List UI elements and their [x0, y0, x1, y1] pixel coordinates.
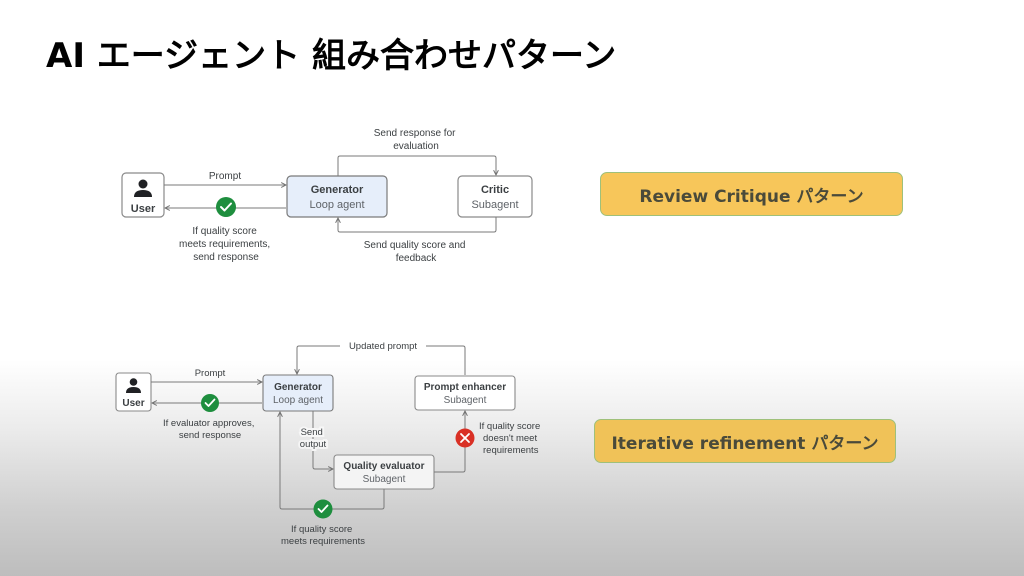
user-label: User [122, 398, 144, 409]
user-node: User [121, 172, 165, 218]
critic-subtitle: Subagent [471, 199, 518, 211]
evaluator-subtitle: Subagent [363, 474, 406, 485]
fail-label: If quality score doesn't meet requiremen… [479, 421, 543, 456]
updated-prompt-label: Updated prompt [349, 341, 417, 352]
approve-label: If evaluator approves, send response [163, 418, 257, 441]
user-label: User [131, 203, 156, 215]
check-circle-icon [313, 499, 333, 519]
critic-title: Critic [481, 184, 509, 196]
enhancer-title: Prompt enhancer [424, 382, 506, 393]
feedback-arrow [338, 217, 497, 233]
send-eval-label: Send response for evaluation [374, 128, 459, 152]
generator-subtitle: Loop agent [309, 199, 364, 211]
evaluator-title: Quality evaluator [343, 461, 424, 472]
generator-subtitle: Loop agent [273, 395, 323, 406]
iterative-refinement-diagram: User Prompt If evaluator approves, send … [115, 341, 543, 547]
prompt-label: Prompt [209, 171, 241, 182]
prompt-enhancer-node: Prompt enhancer Subagent [414, 375, 516, 411]
check-circle-icon [201, 394, 219, 412]
page-title: AI エージェント 組み合わせパターン [46, 36, 617, 76]
review-critique-diagram: User Prompt If quality score meets requi… [121, 128, 533, 264]
generator-node: Generator Loop agent [286, 175, 388, 218]
user-node: User [115, 372, 152, 412]
generator-node: Generator Loop agent [262, 374, 334, 412]
generator-title: Generator [311, 184, 364, 196]
x-circle-icon [455, 428, 475, 448]
prompt-label: Prompt [195, 368, 226, 379]
send-output-arrow [312, 411, 333, 469]
enhancer-subtitle: Subagent [444, 395, 487, 406]
pass-label: If quality score meets requirements [281, 524, 365, 547]
iterative-refinement-badge: Iterative refinement パターン [594, 419, 896, 463]
feedback-label: Send quality score and feedback [364, 240, 469, 264]
updated-prompt-arrow [297, 345, 466, 375]
review-critique-badge: Review Critique パターン [600, 172, 903, 216]
quality-evaluator-node: Quality evaluator Subagent [333, 454, 435, 490]
fail-arrow [434, 411, 465, 473]
send-eval-arrow [337, 155, 496, 176]
critic-node: Critic Subagent [457, 175, 533, 218]
approve-label: If quality score meets requirements, sen… [179, 226, 273, 263]
person-icon [134, 179, 152, 197]
generator-title: Generator [274, 382, 322, 393]
send-output-label: Send output [300, 427, 327, 450]
person-icon [126, 378, 141, 393]
check-circle-icon [216, 197, 236, 217]
